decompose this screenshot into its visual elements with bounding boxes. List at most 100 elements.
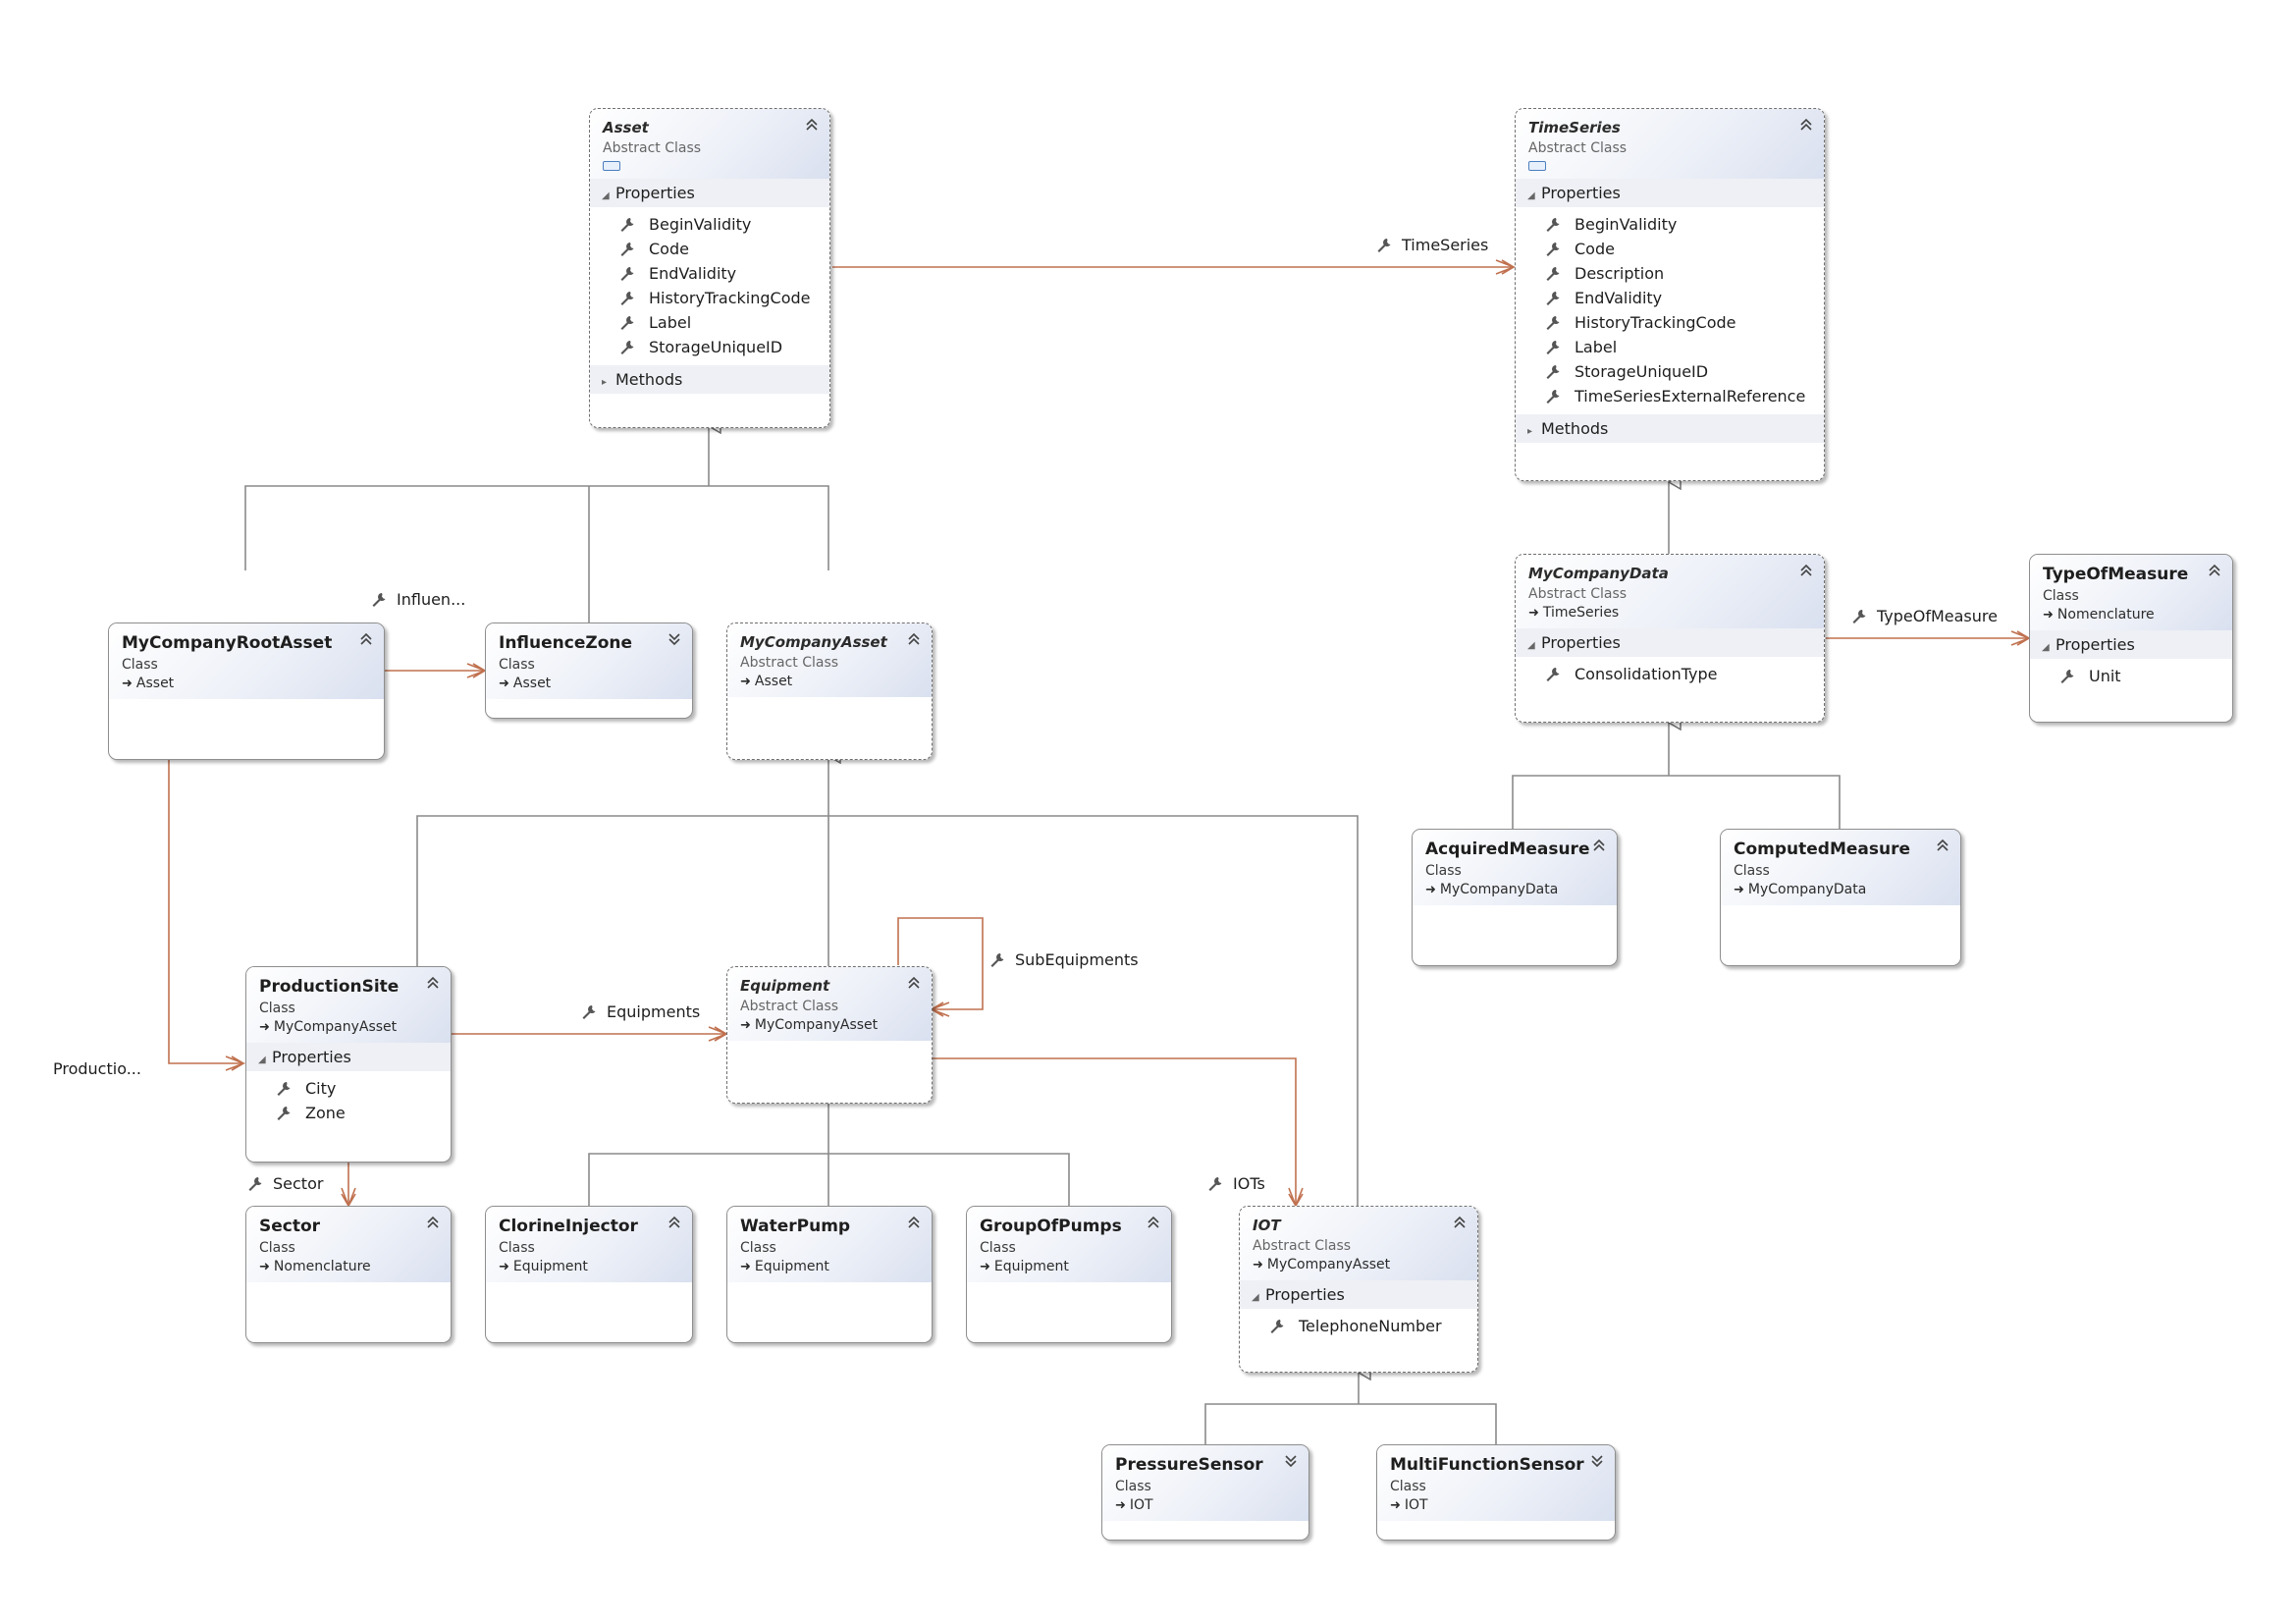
property-item[interactable]: TimeSeriesExternalReference xyxy=(1516,384,1824,408)
class-iot[interactable]: IOT Abstract Class ➜MyCompanyAsset ◢Prop… xyxy=(1239,1206,1478,1373)
properties-section[interactable]: ◢Properties xyxy=(246,1043,451,1071)
property-item[interactable]: BeginValidity xyxy=(590,212,829,237)
methods-section[interactable]: ▸Methods xyxy=(1516,414,1824,443)
association-label-subequipments[interactable]: SubEquipments xyxy=(989,950,1139,969)
property-item[interactable]: Label xyxy=(1516,335,1824,359)
double-chevron-up-icon[interactable] xyxy=(1454,1216,1466,1229)
inheritance-arrow-icon: ➜ xyxy=(499,1260,509,1274)
property-item[interactable]: Unit xyxy=(2030,664,2232,688)
class-groupofpumps[interactable]: GroupOfPumps Class ➜Equipment xyxy=(966,1206,1172,1343)
double-chevron-down-icon[interactable] xyxy=(1285,1454,1297,1468)
class-mycompanydata[interactable]: MyCompanyData Abstract Class ➜TimeSeries… xyxy=(1515,554,1825,723)
properties-section[interactable]: ◢Properties xyxy=(1516,628,1824,657)
double-chevron-up-icon[interactable] xyxy=(908,1216,920,1229)
class-clorineinjector[interactable]: ClorineInjector Class ➜Equipment xyxy=(485,1206,693,1343)
association-label-influence[interactable]: Influen... xyxy=(371,590,465,609)
association-label-productio[interactable]: Productio... xyxy=(53,1059,141,1078)
class-mycompanyasset[interactable]: MyCompanyAsset Abstract Class ➜Asset xyxy=(726,623,933,760)
property-item[interactable]: ConsolidationType xyxy=(1516,662,1824,686)
base-class: ➜Asset xyxy=(740,674,892,689)
properties-section[interactable]: ◢Properties xyxy=(590,179,829,207)
class-header: InfluenceZone Class ➜Asset xyxy=(486,623,692,699)
base-class: ➜Equipment xyxy=(740,1259,892,1274)
property-item[interactable]: TelephoneNumber xyxy=(1240,1314,1477,1338)
property-name: Label xyxy=(649,313,692,332)
double-chevron-up-icon[interactable] xyxy=(1148,1216,1159,1229)
class-name: Sector xyxy=(259,1217,321,1236)
association-name: Equipments xyxy=(607,1002,701,1021)
property-item[interactable]: BeginValidity xyxy=(1516,212,1824,237)
base-class: ➜IOT xyxy=(1390,1497,1575,1513)
base-class-name: Equipment xyxy=(754,1259,829,1274)
association-label-iots[interactable]: IOTs xyxy=(1207,1174,1265,1193)
class-mycompanyrootasset[interactable]: MyCompanyRootAsset Class ➜Asset xyxy=(108,623,385,760)
association-label-sector[interactable]: Sector xyxy=(247,1174,323,1193)
class-productionsite[interactable]: ProductionSite Class ➜MyCompanyAsset ◢Pr… xyxy=(245,966,452,1163)
class-kind: Class xyxy=(259,1001,295,1016)
class-pressuresensor[interactable]: PressureSensor Class ➜IOT xyxy=(1101,1444,1309,1541)
property-name: Label xyxy=(1575,338,1618,356)
association-label-timeseries[interactable]: TimeSeries xyxy=(1376,236,1488,254)
base-class-name: Nomenclature xyxy=(273,1259,371,1274)
property-item[interactable]: EndValidity xyxy=(590,261,829,286)
class-asset[interactable]: Asset Abstract Class ◢Properties BeginVa… xyxy=(589,108,830,428)
section-label: Properties xyxy=(2056,635,2135,654)
properties-section[interactable]: ◢Properties xyxy=(2030,630,2232,659)
double-chevron-up-icon[interactable] xyxy=(908,632,920,646)
double-chevron-up-icon[interactable] xyxy=(1593,839,1605,852)
class-icon xyxy=(603,161,620,171)
class-acquiredmeasure[interactable]: AcquiredMeasure Class ➜MyCompanyData xyxy=(1412,829,1618,966)
inheritance-arrow-icon: ➜ xyxy=(259,1020,270,1035)
expanded-triangle-icon: ◢ xyxy=(602,190,610,201)
property-name: City xyxy=(305,1079,337,1098)
class-waterpump[interactable]: WaterPump Class ➜Equipment xyxy=(726,1206,933,1343)
class-kind: Class xyxy=(259,1240,295,1256)
double-chevron-up-icon[interactable] xyxy=(2209,564,2220,577)
class-timeseries[interactable]: TimeSeries Abstract Class ◢Properties Be… xyxy=(1515,108,1825,481)
property-item[interactable]: Code xyxy=(590,237,829,261)
property-item[interactable]: Zone xyxy=(246,1101,451,1125)
double-chevron-down-icon[interactable] xyxy=(668,632,680,646)
association-label-typeofmeasure[interactable]: TypeOfMeasure xyxy=(1851,607,1998,625)
property-item[interactable]: StorageUniqueID xyxy=(1516,359,1824,384)
property-item[interactable]: HistoryTrackingCode xyxy=(1516,310,1824,335)
properties-section[interactable]: ◢Properties xyxy=(1240,1280,1477,1309)
class-influencezone[interactable]: InfluenceZone Class ➜Asset xyxy=(485,623,693,719)
double-chevron-up-icon[interactable] xyxy=(1800,564,1812,577)
double-chevron-up-icon[interactable] xyxy=(1937,839,1949,852)
class-sector[interactable]: Sector Class ➜Nomenclature xyxy=(245,1206,452,1343)
double-chevron-up-icon[interactable] xyxy=(427,1216,439,1229)
class-name: InfluenceZone xyxy=(499,633,633,653)
methods-section[interactable]: ▸Methods xyxy=(590,365,829,394)
class-typeofmeasure[interactable]: TypeOfMeasure Class ➜Nomenclature ◢Prope… xyxy=(2029,554,2233,723)
property-item[interactable]: City xyxy=(246,1076,451,1101)
property-item[interactable]: Description xyxy=(1516,261,1824,286)
base-class: ➜Equipment xyxy=(499,1259,653,1274)
double-chevron-up-icon[interactable] xyxy=(360,632,372,646)
double-chevron-up-icon[interactable] xyxy=(806,118,818,132)
section-label: Properties xyxy=(1265,1285,1345,1304)
wrench-icon xyxy=(1377,238,1391,252)
double-chevron-down-icon[interactable] xyxy=(1591,1454,1603,1468)
class-equipment[interactable]: Equipment Abstract Class ➜MyCompanyAsset xyxy=(726,966,933,1104)
double-chevron-up-icon[interactable] xyxy=(427,976,439,990)
property-item[interactable]: HistoryTrackingCode xyxy=(590,286,829,310)
property-item[interactable]: Label xyxy=(590,310,829,335)
double-chevron-up-icon[interactable] xyxy=(668,1216,680,1229)
properties-section[interactable]: ◢Properties xyxy=(1516,179,1824,207)
property-item[interactable]: EndValidity xyxy=(1516,286,1824,310)
wrench-icon xyxy=(2060,669,2074,683)
double-chevron-up-icon[interactable] xyxy=(1800,118,1812,132)
class-name: TimeSeries xyxy=(1528,119,1621,136)
association-label-equipments[interactable]: Equipments xyxy=(581,1002,700,1021)
double-chevron-up-icon[interactable] xyxy=(908,976,920,990)
class-header: TypeOfMeasure Class ➜Nomenclature xyxy=(2030,555,2232,630)
property-item[interactable]: StorageUniqueID xyxy=(590,335,829,359)
class-computedmeasure[interactable]: ComputedMeasure Class ➜MyCompanyData xyxy=(1720,829,1961,966)
base-class-name: MyCompanyAsset xyxy=(273,1019,398,1035)
property-item[interactable]: Code xyxy=(1516,237,1824,261)
class-multifunctionsensor[interactable]: MultiFunctionSensor Class ➜IOT xyxy=(1376,1444,1616,1541)
wrench-icon xyxy=(277,1106,291,1120)
